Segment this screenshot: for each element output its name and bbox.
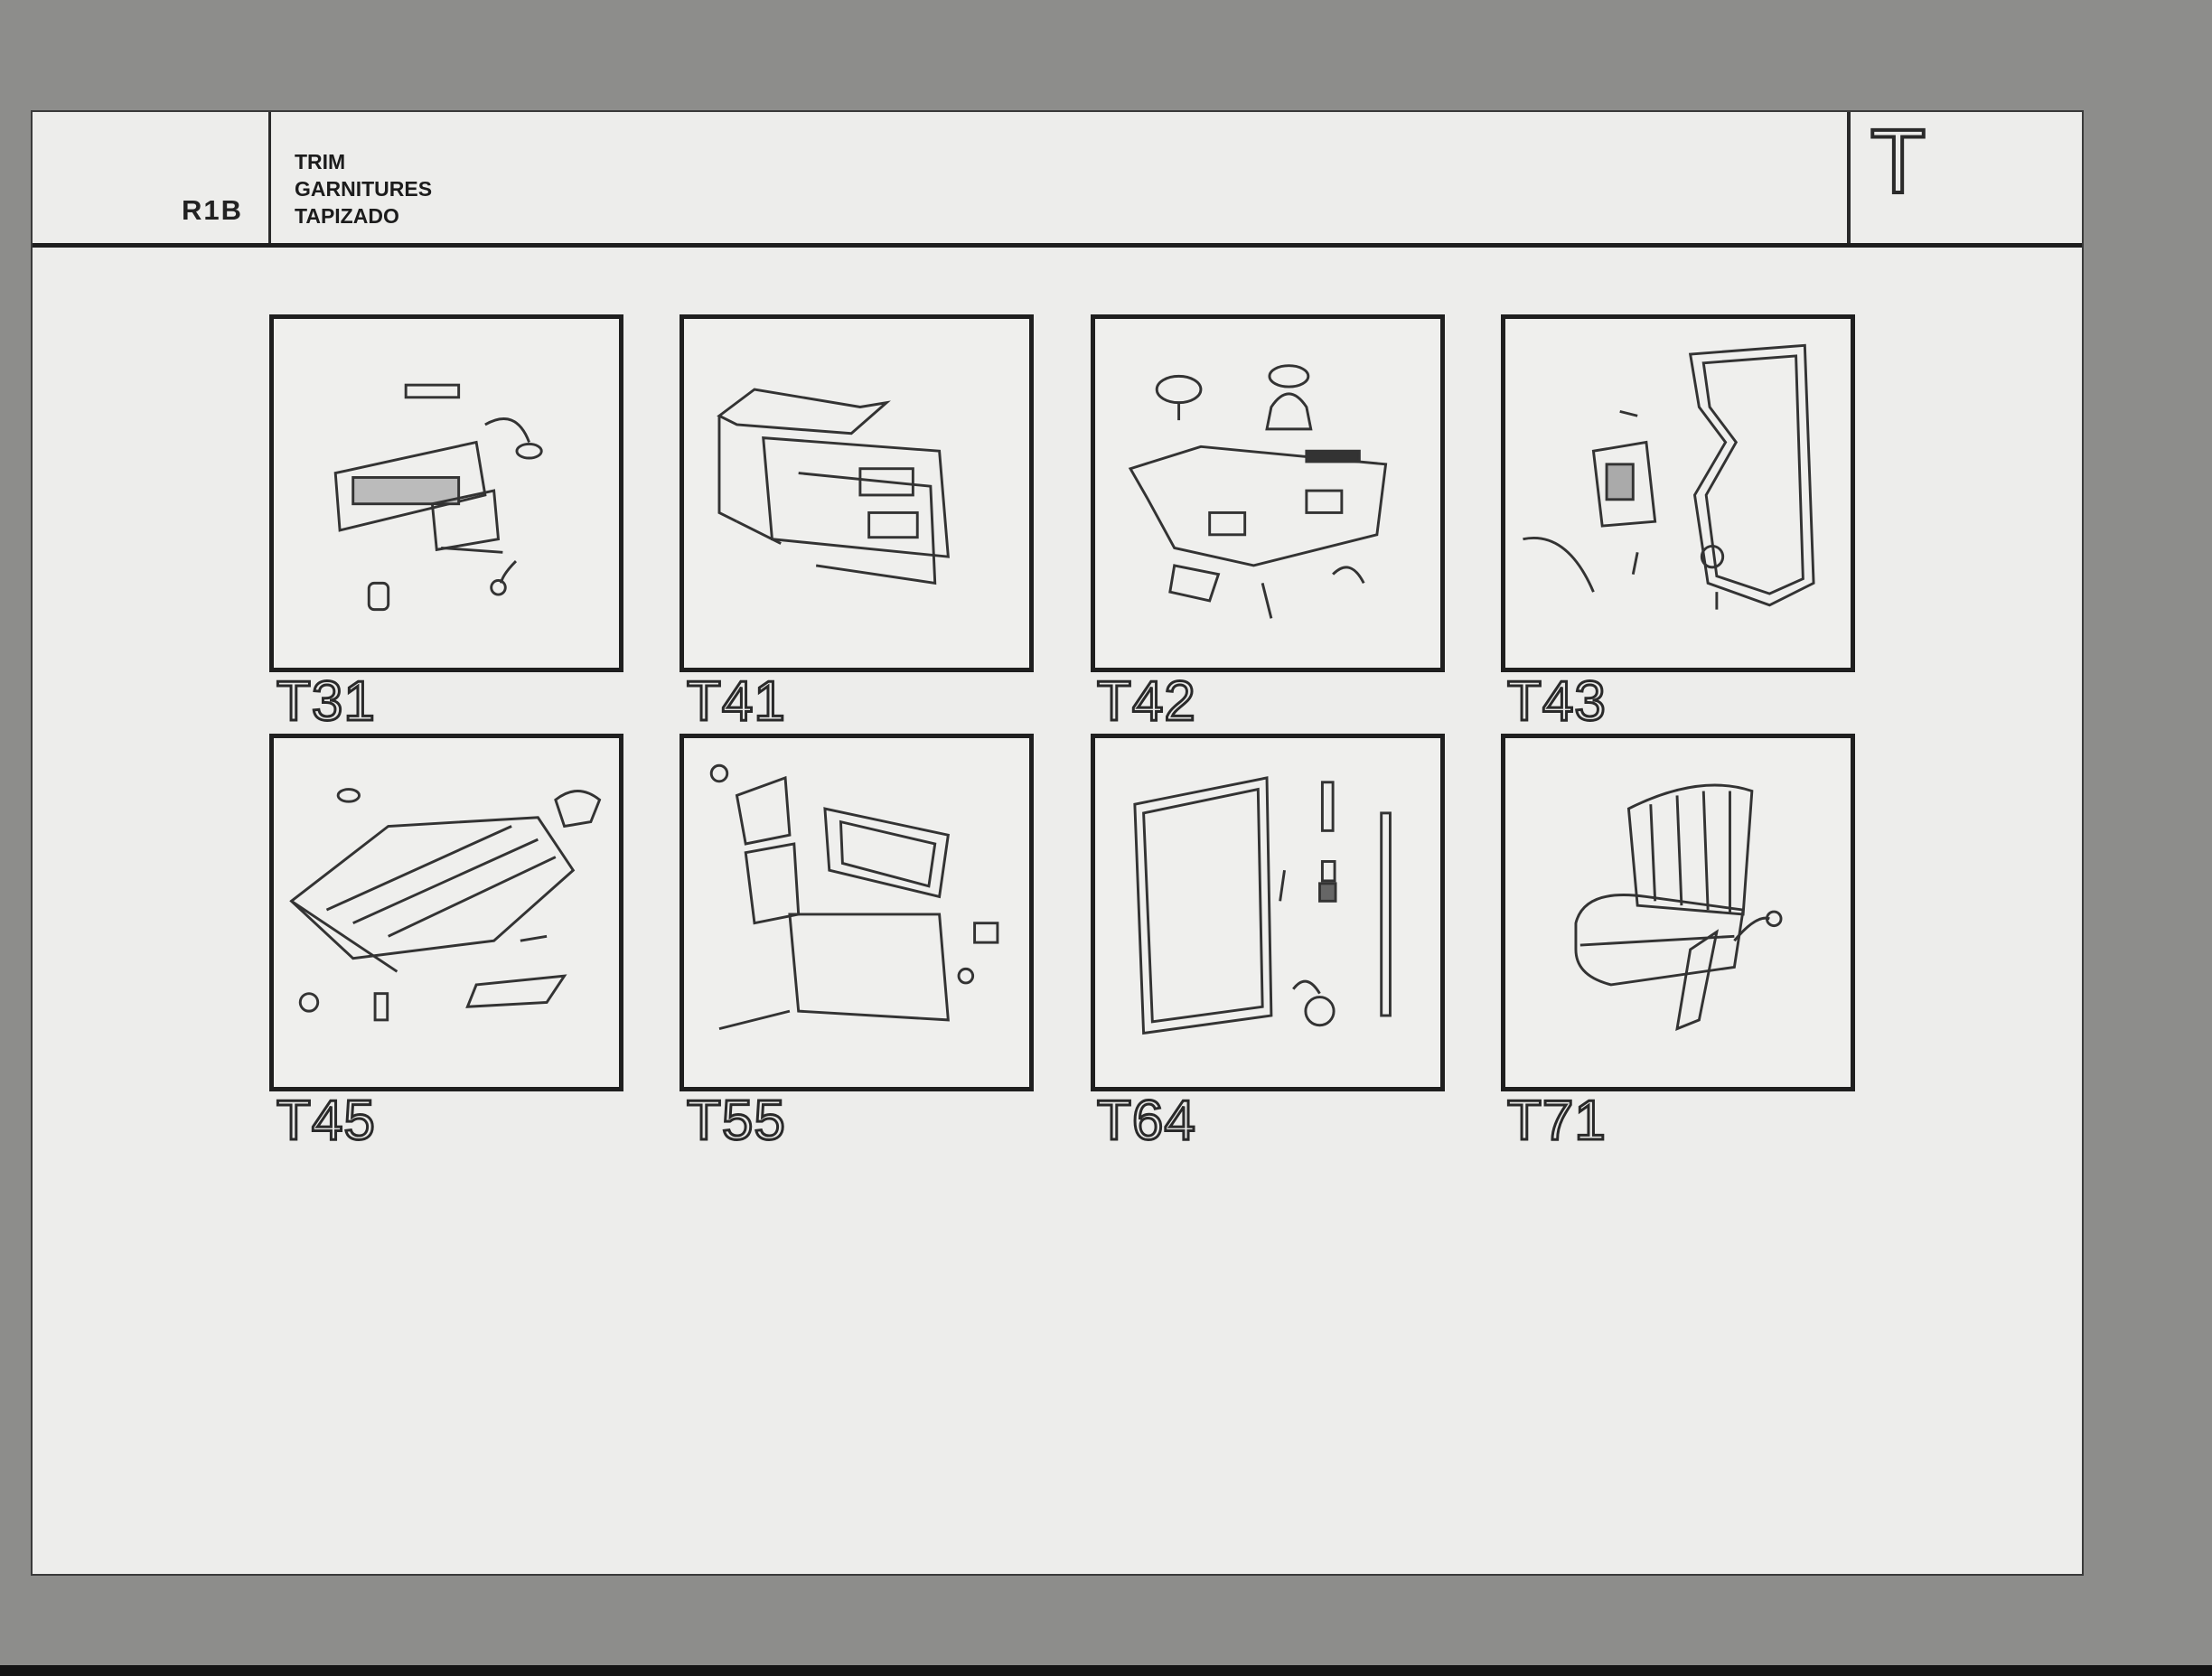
- tile-label-t64: T64: [1096, 1090, 1197, 1152]
- tile-label-t41: T41: [686, 670, 787, 733]
- tile-t64[interactable]: [1091, 734, 1445, 1091]
- tile-label-t31: T31: [276, 670, 377, 733]
- door-seal-icon: [1523, 343, 1815, 610]
- model-code-cell: R1B: [33, 112, 271, 243]
- rear-panel-trim-icon: [709, 763, 999, 1031]
- section-letter: T: [1869, 109, 1927, 214]
- tile-label-t43: T43: [1506, 670, 1607, 733]
- title-spanish: TAPIZADO: [295, 204, 399, 228]
- page-header: R1B TRIM GARNITURES TAPIZADO T: [33, 109, 2082, 248]
- floor-carpet-frame-icon: [717, 388, 950, 585]
- model-code: R1B: [181, 194, 243, 226]
- tile-label-t71: T71: [1506, 1090, 1607, 1152]
- door-panel-icon: [333, 383, 543, 612]
- tile-t71[interactable]: [1501, 734, 1855, 1091]
- headlining-icon: [289, 788, 602, 1022]
- tile-t31[interactable]: [269, 314, 623, 672]
- bottom-edge: [0, 1665, 2212, 1676]
- seat-icon: [1574, 783, 1783, 1031]
- catalog-page: R1B TRIM GARNITURES TAPIZADO T: [31, 109, 2084, 1576]
- tile-t55[interactable]: [680, 734, 1034, 1091]
- tile-t45[interactable]: [269, 734, 623, 1091]
- window-seal-icon: [1133, 776, 1392, 1035]
- section-letter-cell: T: [1847, 109, 2082, 243]
- tile-t43[interactable]: [1501, 314, 1855, 672]
- tile-t42[interactable]: [1091, 314, 1445, 672]
- title-english: TRIM: [295, 150, 346, 173]
- tile-label-t55: T55: [686, 1090, 787, 1152]
- tile-label-t45: T45: [276, 1090, 377, 1152]
- section-title: TRIM GARNITURES TAPIZADO: [295, 148, 432, 229]
- title-french: GARNITURES: [295, 177, 433, 201]
- tile-t41[interactable]: [680, 314, 1034, 672]
- floor-mat-grommet-icon: [1128, 364, 1388, 619]
- tile-label-t42: T42: [1096, 670, 1197, 733]
